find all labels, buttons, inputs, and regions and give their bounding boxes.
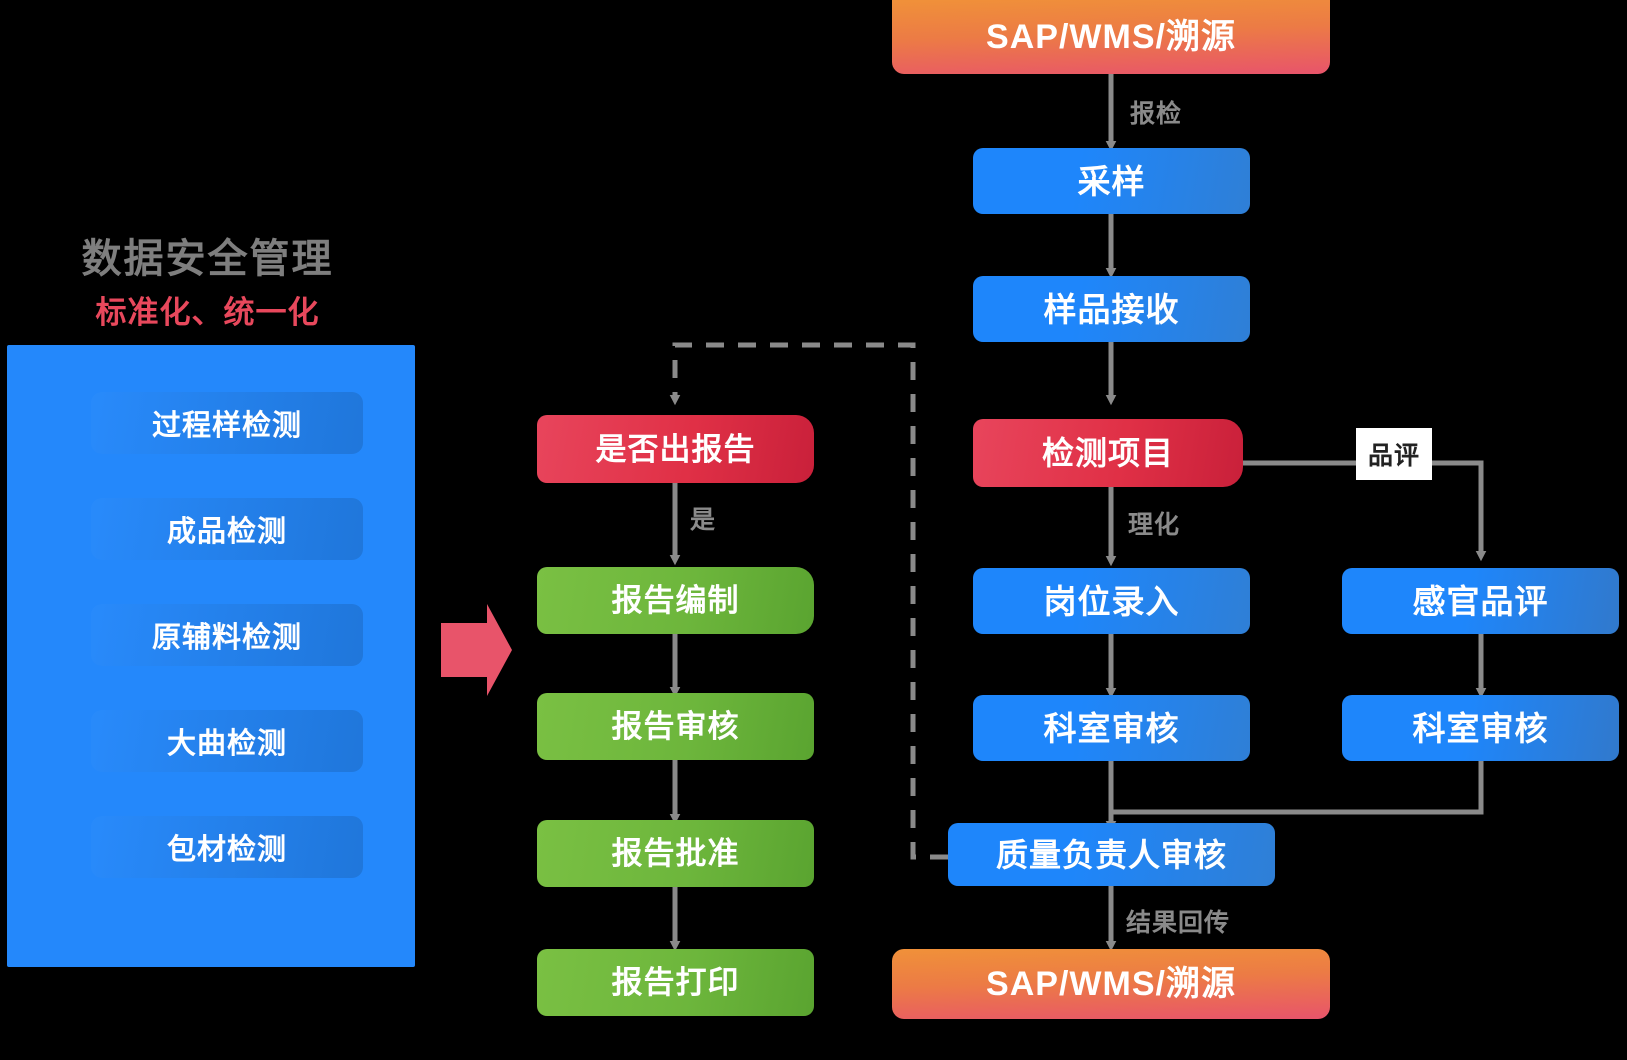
panel-item-raw-material-test[interactable]: 原辅料检测 [91, 604, 363, 666]
page-title: 数据安全管理 [81, 237, 334, 281]
node-sensory-tasting[interactable]: 感官品评 [1342, 568, 1619, 634]
detection-scope-panel: 过程样检测 成品检测 原辅料检测 大曲检测 包材检测 [7, 345, 415, 967]
node-dept-review-physchem[interactable]: 科室审核 [973, 695, 1250, 761]
right-arrow-icon [441, 604, 512, 696]
edge-label-result-return: 结果回传 [1126, 909, 1231, 937]
panel-item-daqu-test[interactable]: 大曲检测 [91, 710, 363, 772]
node-sample-receiving[interactable]: 样品接收 [973, 276, 1250, 342]
node-source-system[interactable]: SAP/WMS/溯源 [892, 0, 1330, 74]
page-subtitle: 标准化、统一化 [95, 295, 320, 330]
edge-deptright-to-bus [1111, 761, 1484, 815]
node-sink-system[interactable]: SAP/WMS/溯源 [892, 949, 1330, 1019]
node-test-items[interactable]: 检测项目 [973, 419, 1243, 487]
panel-item-packaging-material-test[interactable]: 包材检测 [91, 816, 363, 878]
node-quality-manager-review[interactable]: 质量负责人审核 [948, 823, 1275, 886]
edge-label-inspection-request: 报检 [1130, 100, 1183, 128]
node-report-approve[interactable]: 报告批准 [537, 820, 814, 887]
node-report-review[interactable]: 报告审核 [537, 693, 814, 760]
edge-label-physicochemical: 理化 [1128, 511, 1181, 539]
edge-label-tasting: 品评 [1356, 428, 1433, 480]
node-sampling[interactable]: 采样 [973, 148, 1250, 214]
panel-item-process-sample-test[interactable]: 过程样检测 [91, 392, 363, 454]
panel-item-finished-product-test[interactable]: 成品检测 [91, 498, 363, 560]
node-report-print[interactable]: 报告打印 [537, 949, 814, 1016]
edge-label-yes: 是 [690, 506, 717, 534]
node-report-compose[interactable]: 报告编制 [537, 567, 814, 634]
node-dept-review-sensory[interactable]: 科室审核 [1342, 695, 1619, 761]
node-station-entry[interactable]: 岗位录入 [973, 568, 1250, 634]
node-report-decision[interactable]: 是否出报告 [537, 415, 814, 483]
